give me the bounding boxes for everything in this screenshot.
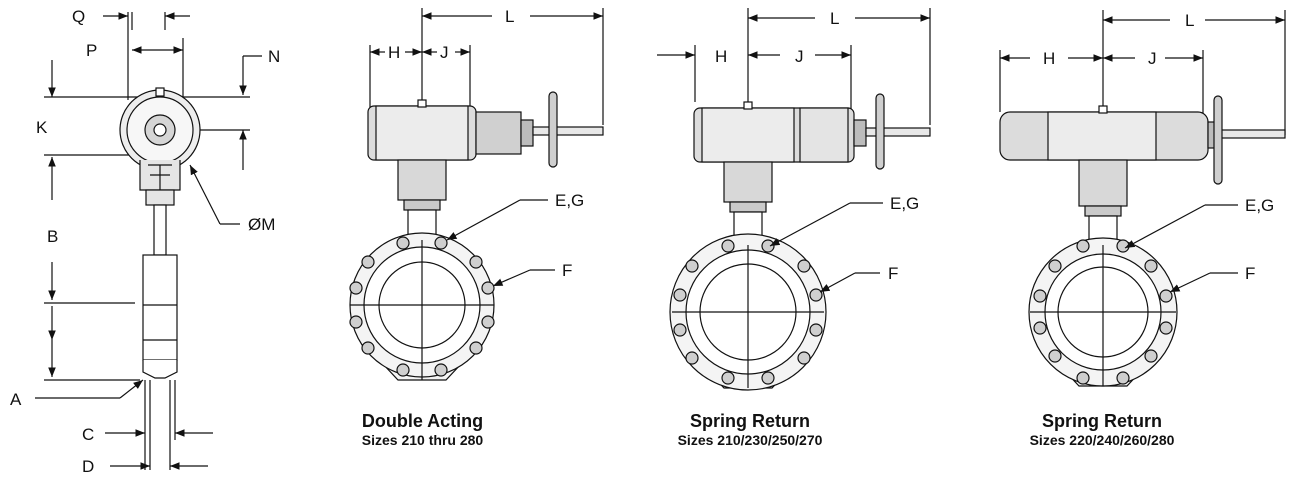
front-view-double-acting: L H J bbox=[349, 7, 604, 381]
dim-m-arrow bbox=[189, 164, 221, 225]
label-p: P bbox=[86, 41, 97, 60]
label-m: ØM bbox=[248, 215, 275, 234]
dim-l: L bbox=[1185, 11, 1194, 30]
dim-h: H bbox=[715, 47, 727, 66]
callout-eg: E,G bbox=[1245, 196, 1274, 215]
caption-sizes: Sizes 210/230/250/270 bbox=[677, 432, 823, 448]
caption-spring-return-1: Spring Return Sizes 210/230/250/270 bbox=[650, 410, 850, 449]
label-n: N bbox=[268, 47, 280, 66]
caption-double-acting: Double Acting Sizes 210 thru 280 bbox=[330, 410, 515, 449]
caption-spring-return-2: Spring Return Sizes 220/240/260/280 bbox=[1002, 410, 1202, 449]
caption-sizes: Sizes 210 thru 280 bbox=[361, 432, 484, 448]
valve-body bbox=[669, 233, 827, 391]
callout-eg: E,G bbox=[890, 194, 919, 213]
label-b: B bbox=[47, 227, 58, 246]
dim-h: H bbox=[388, 43, 400, 62]
dim-l: L bbox=[505, 7, 514, 26]
valve-body-edge bbox=[142, 254, 178, 361]
callout-f: F bbox=[1245, 264, 1255, 283]
label-a: A bbox=[10, 390, 22, 409]
front-view-spring-return-1: L H J bbox=[657, 8, 931, 391]
front-view-spring-return-2: L H J bbox=[999, 10, 1286, 387]
valve-body bbox=[349, 232, 495, 381]
dim-l: L bbox=[830, 9, 839, 28]
label-d: D bbox=[82, 457, 94, 476]
dim-j: J bbox=[795, 47, 804, 66]
callout-eg: E,G bbox=[555, 191, 584, 210]
label-q: Q bbox=[72, 7, 85, 26]
label-k: K bbox=[36, 118, 48, 137]
dim-j: J bbox=[1148, 49, 1157, 68]
valve-body bbox=[1028, 237, 1178, 387]
caption-title: Spring Return bbox=[690, 411, 810, 431]
callout-f: F bbox=[888, 264, 898, 283]
dim-h: H bbox=[1043, 49, 1055, 68]
side-view: Q P N K ØM B bbox=[10, 7, 280, 476]
label-c: C bbox=[82, 425, 94, 444]
callout-f: F bbox=[562, 261, 572, 280]
caption-title: Spring Return bbox=[1042, 411, 1162, 431]
caption-sizes: Sizes 220/240/260/280 bbox=[1029, 432, 1175, 448]
caption-title: Double Acting bbox=[361, 411, 484, 431]
dim-j: J bbox=[440, 43, 449, 62]
